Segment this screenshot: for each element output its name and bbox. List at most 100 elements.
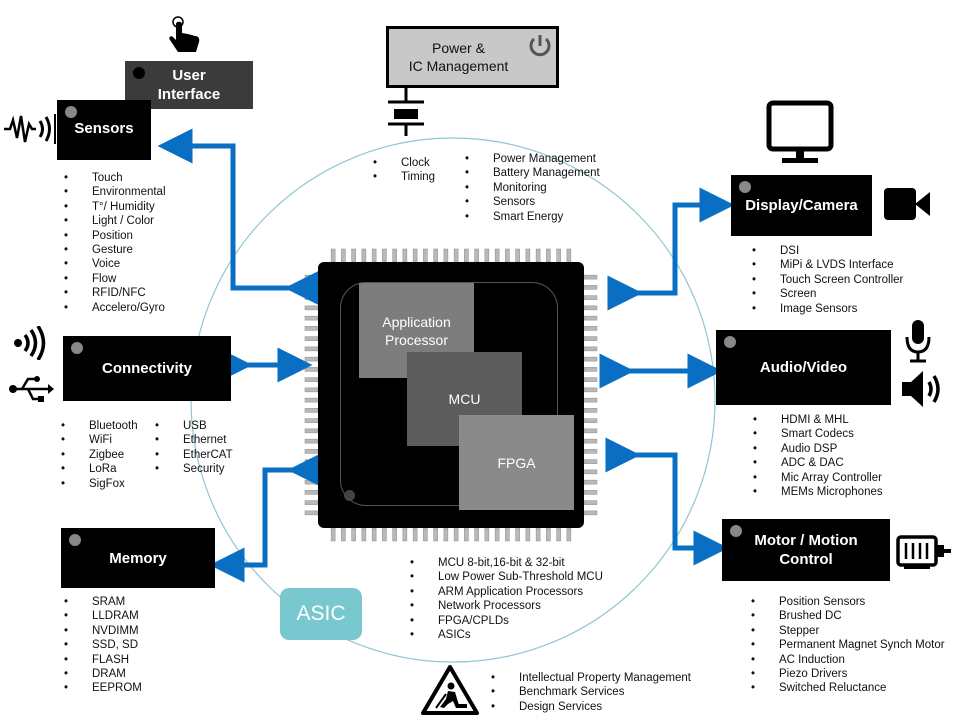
list-item: Touch Screen Controller bbox=[752, 273, 903, 288]
display-list: DSI MiPi & LVDS Interface Touch Screen C… bbox=[752, 244, 903, 316]
clock-list: Clock Timing bbox=[373, 156, 435, 185]
chip-pin bbox=[423, 248, 428, 263]
chip-pin bbox=[583, 295, 598, 300]
audio-list: HDMI & MHL Smart Codecs Audio DSP ADC & … bbox=[753, 413, 883, 500]
power-box-frame: Power & IC Management bbox=[386, 26, 559, 88]
chip-pin bbox=[304, 387, 319, 393]
chip-pin bbox=[351, 527, 356, 542]
hand-pointer-icon bbox=[169, 16, 200, 52]
list-item: HDMI & MHL bbox=[753, 413, 883, 428]
chip-pin bbox=[556, 248, 561, 263]
chip-pin bbox=[515, 248, 520, 263]
wifi-icon bbox=[14, 326, 46, 360]
list-item: NVDIMM bbox=[64, 624, 142, 639]
list-item: Gesture bbox=[64, 243, 166, 258]
chip-pin bbox=[546, 248, 551, 263]
chip-pin bbox=[304, 490, 319, 495]
microphone-icon bbox=[905, 320, 931, 363]
chip-pin bbox=[583, 490, 598, 495]
memory-title: Memory bbox=[109, 549, 167, 567]
list-item: Switched Reluctance bbox=[751, 681, 945, 696]
construction-warning-icon bbox=[421, 665, 479, 715]
sensors-title: Sensors bbox=[74, 119, 134, 137]
chip-pin bbox=[402, 527, 408, 542]
list-item: EEPROM bbox=[64, 681, 142, 696]
chip-pin bbox=[583, 305, 598, 311]
list-item: Smart Energy bbox=[465, 210, 600, 225]
list-item: ARM Application Processors bbox=[410, 585, 603, 600]
monitor-icon bbox=[766, 100, 834, 163]
chip-pin bbox=[304, 326, 319, 331]
list-item: LLDRAM bbox=[64, 609, 142, 624]
list-item: USB bbox=[155, 419, 233, 434]
user-interface-title: User Interface bbox=[157, 67, 221, 103]
chip-pin bbox=[304, 418, 319, 423]
chip-pin bbox=[304, 469, 319, 475]
list-item: LoRa bbox=[61, 462, 138, 477]
chip-pin bbox=[304, 449, 319, 454]
list-item: SigFox bbox=[61, 477, 138, 492]
chip-pin bbox=[583, 285, 598, 290]
chip-pin bbox=[453, 248, 459, 263]
chip-pin bbox=[583, 356, 598, 362]
box-bullet bbox=[739, 181, 751, 193]
chip-pin bbox=[566, 248, 572, 263]
arrow-motor bbox=[605, 437, 729, 566]
chip-pin bbox=[304, 500, 319, 505]
connectivity-box: Connectivity bbox=[63, 336, 231, 401]
chip-pin bbox=[525, 527, 531, 542]
arrow-memory bbox=[209, 452, 323, 583]
audio-title: Audio/Video bbox=[759, 359, 848, 376]
list-item: Benchmark Services bbox=[491, 685, 691, 700]
services-list: Intellectual Property Management Benchma… bbox=[491, 671, 691, 715]
chip-pin bbox=[412, 527, 418, 542]
list-item: RFID/NFC bbox=[64, 286, 166, 301]
chip-pin bbox=[402, 248, 408, 263]
video-camera-icon bbox=[884, 188, 930, 220]
chip-pin bbox=[515, 527, 520, 542]
chip-pin bbox=[583, 397, 598, 403]
list-item: ADC & DAC bbox=[753, 456, 883, 471]
chip-pin bbox=[583, 387, 598, 393]
chip-pin bbox=[304, 274, 319, 280]
chip-pin bbox=[304, 336, 319, 341]
chip-pin bbox=[382, 527, 387, 542]
list-item: Light / Color bbox=[64, 214, 166, 229]
chip-pin bbox=[412, 248, 418, 263]
list-item: ASICs bbox=[410, 628, 603, 643]
chip-pin bbox=[304, 315, 319, 321]
chip-pin bbox=[382, 248, 387, 263]
list-item: MiPi & LVDS Interface bbox=[752, 258, 903, 273]
chip-pin bbox=[443, 248, 449, 263]
arrow-display bbox=[607, 187, 735, 311]
power-box: Power & IC Management bbox=[389, 29, 556, 85]
chip-pin bbox=[433, 248, 438, 263]
box-bullet bbox=[69, 534, 81, 546]
chip-pin bbox=[341, 527, 346, 542]
chip-pin bbox=[392, 248, 397, 263]
list-item: WiFi bbox=[61, 433, 138, 448]
chip-pin bbox=[583, 336, 598, 341]
list-item: Image Sensors bbox=[752, 302, 903, 317]
chip-pin bbox=[494, 248, 500, 263]
chip-pin bbox=[304, 510, 319, 516]
sensor-wave-icon bbox=[4, 114, 56, 144]
list-item: Sensors bbox=[465, 195, 600, 210]
list-item: Clock bbox=[373, 156, 435, 171]
chip-pin bbox=[583, 469, 598, 475]
box-bullet bbox=[133, 67, 145, 79]
chip-pin bbox=[304, 377, 319, 382]
chip-pin bbox=[361, 527, 367, 542]
chip-pin bbox=[505, 527, 510, 542]
app-processor-label: Application Processor bbox=[382, 313, 451, 348]
chip-pin bbox=[423, 527, 428, 542]
list-item: Timing bbox=[373, 170, 435, 185]
chip-pin bbox=[351, 248, 356, 263]
power-list: Power Management Battery Management Moni… bbox=[465, 152, 600, 224]
chip-pin bbox=[535, 248, 541, 263]
speaker-icon bbox=[902, 371, 940, 407]
list-item: Voice bbox=[64, 257, 166, 272]
chip-pin bbox=[464, 527, 469, 542]
box-bullet bbox=[71, 342, 83, 354]
